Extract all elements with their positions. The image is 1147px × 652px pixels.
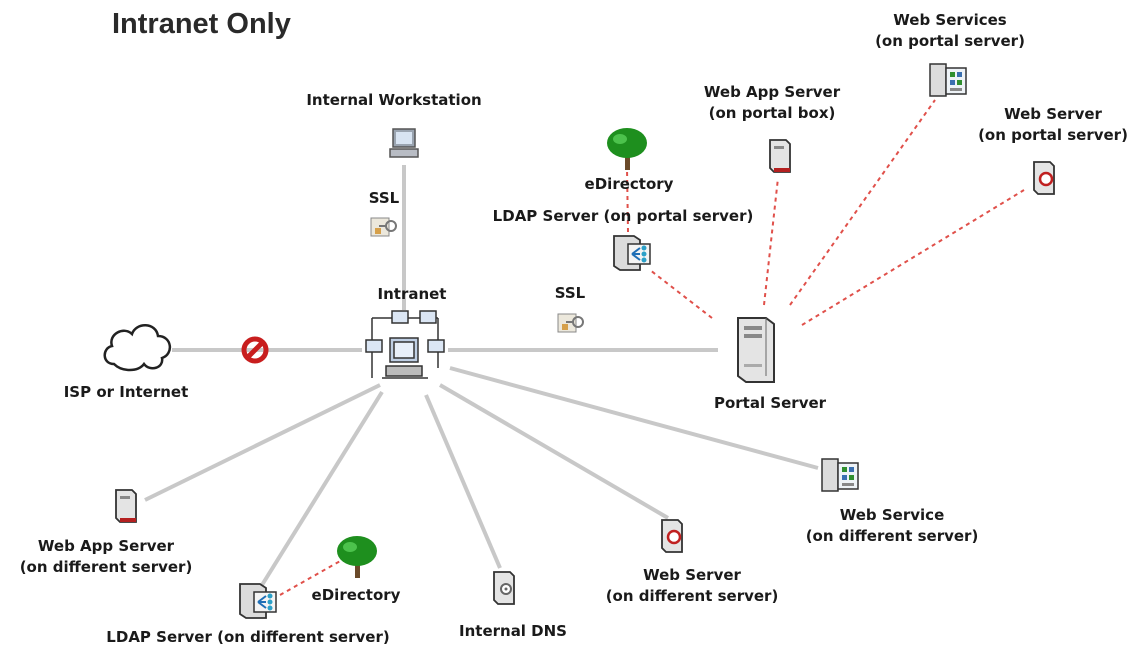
link-portal-webserver-top — [801, 189, 1025, 326]
web-server-icon — [1033, 161, 1055, 195]
webserver-bottom-label: Web Server(on different server) — [605, 566, 779, 605]
link-intranet-webserver-bottom — [438, 383, 670, 520]
tree-icon — [337, 536, 377, 578]
edirectory-bottom-label: eDirectory — [311, 586, 401, 604]
link-portal-webapp-top — [763, 177, 779, 306]
server-tower-icon — [115, 489, 137, 523]
link-intranet-dns — [424, 394, 502, 569]
portal-server-label: Portal Server — [713, 394, 827, 412]
cloud-icon — [103, 324, 171, 372]
lock-key-icon — [557, 313, 584, 333]
link-intranet-webapp-bottom — [144, 383, 381, 502]
server-tower-icon — [737, 317, 775, 383]
webapp-bottom-label: Web App Server(on different server) — [19, 537, 193, 576]
web-server-icon — [661, 519, 683, 553]
webapp-top-label: Web App Server(on portal box) — [703, 83, 841, 122]
web-services-icon — [821, 458, 859, 492]
ssl-label-workstation: SSL — [368, 189, 400, 207]
edirectory-top-label: eDirectory — [584, 175, 674, 193]
link-portal-ldap-top — [649, 269, 713, 319]
server-tower-icon — [769, 139, 791, 173]
webservice-bottom-label: Web Service(on different server) — [805, 506, 979, 545]
tree-icon — [607, 128, 647, 170]
ldap-server-icon — [613, 235, 651, 271]
no-entry-icon — [241, 336, 269, 364]
dns-server-icon — [493, 571, 515, 605]
isp-label: ISP or Internet — [63, 383, 189, 401]
link-ldap-edirectory-top — [626, 167, 629, 233]
link-intranet-ldap-bottom — [260, 390, 384, 587]
webserver-top-label: Web Server(on portal server) — [978, 105, 1128, 144]
intranet-label: Intranet — [377, 285, 447, 303]
link-portal-webservices-top — [789, 99, 936, 306]
ldap-server-icon — [239, 583, 277, 619]
page-title: Intranet Only — [112, 8, 291, 40]
workstation-icon — [389, 128, 419, 158]
link-intranet-webservice-bottom — [449, 366, 819, 470]
webservices-top-label: Web Services(on portal server) — [875, 11, 1025, 50]
internal-dns-label: Internal DNS — [459, 622, 567, 640]
network-icon — [365, 310, 445, 379]
internal-workstation-label: Internal Workstation — [306, 91, 482, 109]
ldap-bottom-label: LDAP Server (on different server) — [106, 628, 390, 646]
ssl-label-portal: SSL — [554, 284, 586, 302]
web-services-icon — [929, 63, 967, 97]
link-ldap-edirectory-bottom — [279, 559, 343, 596]
ldap-top-label: LDAP Server (on portal server) — [492, 207, 754, 225]
lock-key-icon — [370, 217, 397, 237]
